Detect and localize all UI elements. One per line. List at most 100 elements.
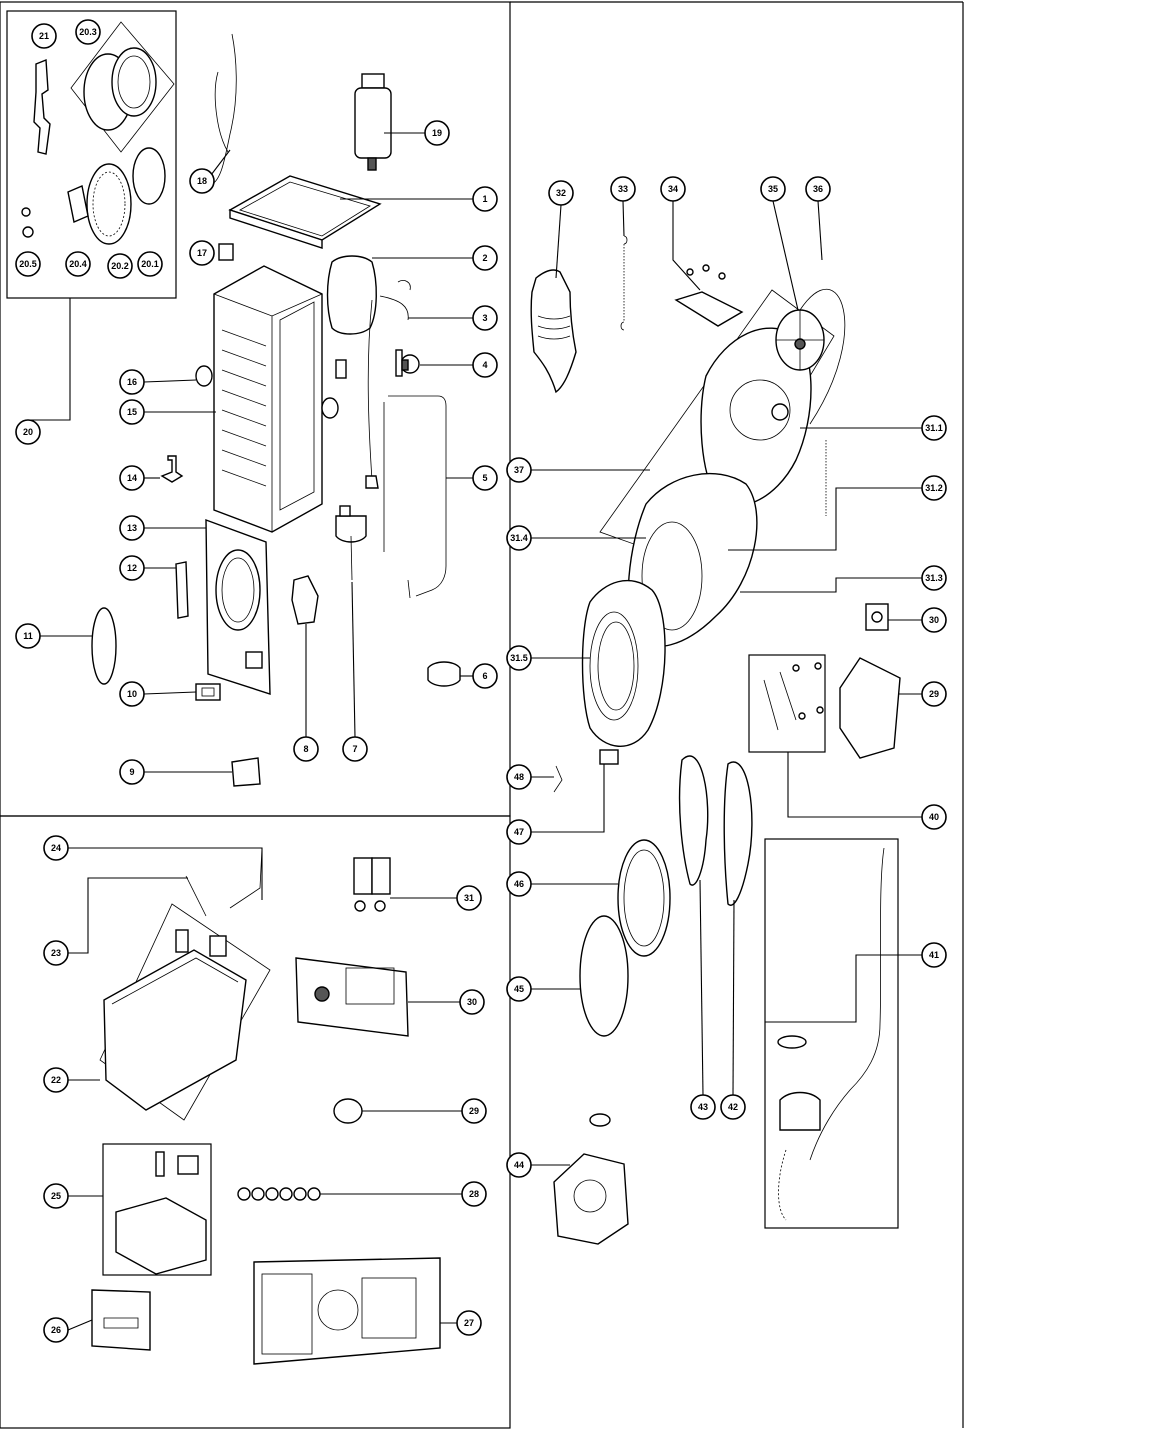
part-callout-c15: 15 xyxy=(119,399,145,425)
callout-number: 11 xyxy=(23,631,33,641)
callout-circle xyxy=(921,804,947,830)
callout-circle xyxy=(461,1098,487,1124)
callout-number: 5 xyxy=(482,473,487,483)
callout-circle xyxy=(15,623,41,649)
part-callout-c40: 40 xyxy=(921,804,947,830)
part-callout-c41: 41 xyxy=(921,942,947,968)
part-callout-c48: 48 xyxy=(506,764,532,790)
callout-circle xyxy=(119,759,145,785)
callout-circle xyxy=(506,1152,532,1178)
callout-circle xyxy=(43,1317,69,1343)
callout-number: 20.5 xyxy=(19,259,37,269)
callout-circle xyxy=(119,515,145,541)
door-lock-part xyxy=(291,575,319,625)
callout-circle xyxy=(921,681,947,707)
callout-circle xyxy=(506,645,532,671)
callout-number: 20.4 xyxy=(69,259,87,269)
control-pcb-part xyxy=(295,957,409,1037)
callout-circle xyxy=(921,565,947,591)
callout-number: 31.5 xyxy=(510,653,528,663)
cabinet-small-parts xyxy=(160,359,347,483)
part-callout-c27: 27 xyxy=(456,1310,482,1336)
callout-number: 8 xyxy=(303,744,308,754)
callout-number: 36 xyxy=(813,184,823,194)
part-callout-c30: 30 xyxy=(921,607,947,633)
part-callout-c21: 21 xyxy=(31,23,57,49)
callout-number: 35 xyxy=(768,184,778,194)
door-hinge-part xyxy=(33,58,51,155)
part-callout-c1: 1 xyxy=(472,186,498,212)
part-callout-c32: 32 xyxy=(548,180,574,206)
leader-lines xyxy=(28,132,922,1331)
tub-boot-part xyxy=(530,269,577,394)
callout-number: 20.2 xyxy=(111,261,129,271)
callout-circle xyxy=(610,176,636,202)
button-set-part xyxy=(237,1187,321,1201)
callout-number: 3 xyxy=(482,313,487,323)
callout-number: 4 xyxy=(482,360,487,370)
part-callout-c11: 11 xyxy=(15,623,41,649)
callout-circle xyxy=(506,525,532,551)
callout-number: 21 xyxy=(39,31,49,41)
callout-number: 18 xyxy=(197,176,207,186)
callout-number: 30 xyxy=(929,615,939,625)
part-callout-c9: 9 xyxy=(119,759,145,785)
callout-number: 10 xyxy=(127,689,137,699)
part-callout-c36: 36 xyxy=(805,176,831,202)
callout-number: 7 xyxy=(352,744,357,754)
dispenser-drawer-part xyxy=(115,1151,207,1275)
callout-circle xyxy=(461,1181,487,1207)
callout-circle xyxy=(548,180,574,206)
control-panel-part xyxy=(253,1257,441,1365)
door-glass-part xyxy=(70,21,175,153)
part-callout-c28: 28 xyxy=(461,1181,487,1207)
part-callout-c34: 34 xyxy=(660,176,686,202)
callout-number: 31.2 xyxy=(925,483,943,493)
spring-part xyxy=(620,235,628,331)
callout-circle xyxy=(760,176,786,202)
callout-number: 31 xyxy=(464,893,474,903)
drain-pump-part xyxy=(553,1113,629,1245)
door-seal-ring-part xyxy=(579,915,629,1037)
part-callout-c35: 35 xyxy=(760,176,786,202)
door-gasket-part xyxy=(617,839,671,957)
callout-circle xyxy=(921,475,947,501)
part-callout-c22: 22 xyxy=(43,1067,69,1093)
filter-cap-part xyxy=(195,683,221,701)
top-cover-part xyxy=(228,175,382,249)
part-callout-c29: 29 xyxy=(921,681,947,707)
callout-number: 41 xyxy=(929,950,939,960)
callout-circle xyxy=(119,555,145,581)
callout-circle xyxy=(119,681,145,707)
callout-circle xyxy=(506,819,532,845)
counterweight-part-43 xyxy=(678,755,709,886)
tub-clip-part xyxy=(553,765,563,793)
callout-number: 19 xyxy=(432,128,442,138)
part-callout-c42: 42 xyxy=(720,1094,746,1120)
part-callout-c20: 20 xyxy=(15,419,41,445)
callout-circle xyxy=(119,399,145,425)
callout-circle xyxy=(472,245,498,271)
callout-number: 29 xyxy=(469,1106,479,1116)
callout-number: 47 xyxy=(514,827,524,837)
part-callout-c30b: 30 xyxy=(459,989,485,1015)
part-callout-c204: 20.4 xyxy=(65,251,91,277)
callout-circle xyxy=(456,885,482,911)
door-seal-part xyxy=(91,607,117,685)
callout-number: 33 xyxy=(618,184,628,194)
callout-number: 42 xyxy=(728,1102,738,1112)
water-level-tube-part xyxy=(365,280,411,489)
callout-number: 6 xyxy=(482,671,487,681)
callout-number: 30 xyxy=(467,997,477,1007)
part-callout-c43: 43 xyxy=(690,1094,716,1120)
counterweight-part-42 xyxy=(723,761,753,906)
part-callout-c29b: 29 xyxy=(461,1098,487,1124)
part-callout-c5: 5 xyxy=(472,465,498,491)
callout-circle xyxy=(472,305,498,331)
callout-circle xyxy=(472,352,498,378)
belt-part xyxy=(799,288,846,425)
part-callout-c8: 8 xyxy=(293,736,319,762)
tub-support-part xyxy=(865,603,889,631)
part-callout-c31: 31 xyxy=(456,885,482,911)
